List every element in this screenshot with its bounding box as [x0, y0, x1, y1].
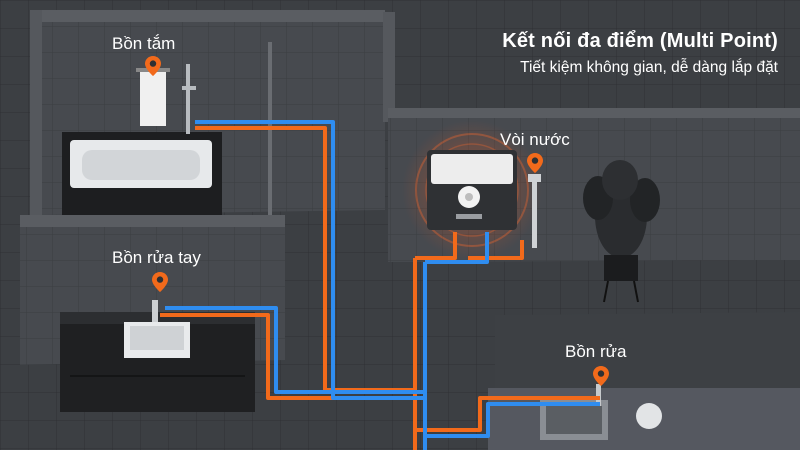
plant-decor [583, 160, 660, 303]
label-washbasin: Bồn rửa tay [112, 248, 201, 267]
towel [140, 70, 166, 126]
kitchen-plate [636, 403, 662, 429]
faucet [532, 178, 537, 248]
location-pin-icon [145, 56, 161, 76]
location-pin-icon [152, 272, 168, 292]
headline: Kết nối đa điểm (Multi Point) Tiết kiệm … [502, 30, 778, 77]
headline-title: Kết nối đa điểm (Multi Point) [502, 30, 778, 52]
location-pin-icon [527, 153, 543, 173]
label-bathtub: Bồn tắm [112, 34, 176, 53]
water-heater [427, 150, 517, 230]
headline-subtitle: Tiết kiệm không gian, dễ dàng lắp đặt [520, 59, 778, 76]
cold-pipes [165, 120, 600, 450]
label-faucet: Vòi nước [500, 130, 570, 149]
label-kitchen-sink: Bồn rửa [565, 342, 627, 361]
location-pin-icon [593, 366, 609, 386]
